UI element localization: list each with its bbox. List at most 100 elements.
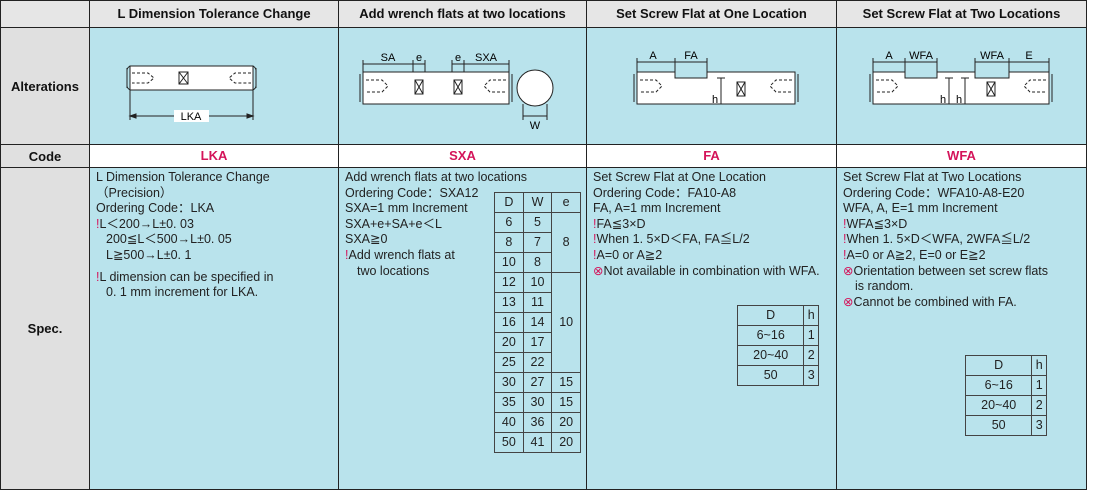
sxa-warn-2: two locations xyxy=(357,263,430,278)
table-cell: 50 xyxy=(494,432,524,453)
prohibited-icon: ⊗ xyxy=(843,263,854,278)
table-cell: 35 xyxy=(494,392,524,413)
table-cell: 3 xyxy=(803,365,819,386)
table-cell: 36 xyxy=(522,412,553,433)
table-cell: 20 xyxy=(551,432,581,453)
sxa-label-e1: e xyxy=(416,52,422,64)
header-sxa: Add wrench flats at two locations xyxy=(339,1,587,28)
diagram-sxa: SA e e SXA W xyxy=(339,28,587,145)
sxa-ordering: Ordering Code：SXA12 xyxy=(345,185,479,200)
table-cell: 11 xyxy=(522,292,553,313)
warning-icon: ! xyxy=(593,247,597,262)
table-cell: 8 xyxy=(522,252,553,273)
table-cell: 13 xyxy=(494,292,524,313)
wfa-line-1: WFA, A, E=1 mm Increment xyxy=(843,201,998,216)
table-cell: 40 xyxy=(494,412,524,433)
warning-icon: ! xyxy=(843,247,847,262)
wfa-label-a: A xyxy=(885,50,893,62)
table-cell: 8 xyxy=(494,232,524,253)
sxa-line-1: SXA=1 mm Increment xyxy=(345,201,468,216)
table-cell: 10 xyxy=(494,252,524,273)
fa-note-1: Not available in combination with WFA. xyxy=(603,263,820,278)
row-label-spec: Spec. xyxy=(1,168,90,490)
table-cell: 14 xyxy=(522,312,553,333)
table-cell: 27 xyxy=(522,372,553,393)
lka-line-3: Ordering Code：LKA xyxy=(96,201,215,216)
fa-shaft-drawing: A FA h xyxy=(633,50,799,106)
fa-warn-2: When 1. 5×D＜FA, FA≦L/2 xyxy=(596,232,750,247)
fa-warn-1: FA≦3×D xyxy=(596,216,646,231)
table-cell: 20~40 xyxy=(964,395,1033,416)
header-lka: L Dimension Tolerance Change（Precision） xyxy=(90,1,339,28)
lka-tol-2: 200≦L＜500→L±0. 05 xyxy=(106,232,232,247)
sxa-label-sa: SA xyxy=(381,52,396,64)
table-cell: 6~16 xyxy=(964,375,1033,396)
lka-note-2: 0. 1 mm increment for LKA. xyxy=(106,285,259,300)
table-header: D xyxy=(964,355,1033,376)
table-cell: 6 xyxy=(494,212,524,233)
sxa-warn-1: Add wrench flats at xyxy=(348,247,455,262)
wfa-note-1a: Orientation between set screw flats xyxy=(853,263,1049,278)
wfa-warn-2: When 1. 5×D＜WFA, 2WFA≦L/2 xyxy=(846,232,1031,247)
table-cell: 20 xyxy=(494,332,524,353)
table-cell: 41 xyxy=(522,432,553,453)
table-cell: 22 xyxy=(522,352,553,373)
wfa-warn-3: A=0 or A≧2, E=0 or E≧2 xyxy=(846,247,986,262)
sxa-title: Add wrench flats at two locations xyxy=(345,170,528,184)
table-cell: 50 xyxy=(736,365,805,386)
table-cell: 30 xyxy=(494,372,524,393)
wfa-title: Set Screw Flat at Two Locations xyxy=(843,170,1022,184)
code-wfa: WFA xyxy=(837,145,1087,168)
fa-label-h: h xyxy=(712,94,718,106)
header-fa: Set Screw Flat at One Location xyxy=(587,1,837,28)
wfa-shaft-drawing: A WFA WFA E h h xyxy=(869,50,1053,106)
corner-cell xyxy=(1,1,90,28)
fa-line-1: FA, A=1 mm Increment xyxy=(593,201,721,216)
table-header: W xyxy=(522,192,553,213)
warning-icon: ! xyxy=(96,216,100,231)
table-cell: 16 xyxy=(494,312,524,333)
wfa-ordering: Ordering Code：WFA10-A8-E20 xyxy=(843,185,1025,200)
lka-line-2: （Precision） xyxy=(96,185,173,200)
diagram-fa: A FA h xyxy=(587,28,837,145)
table-cell: 1 xyxy=(803,325,819,346)
table-cell: 15 xyxy=(551,372,581,393)
sxa-line-2: SXA+e+SA+e＜L xyxy=(345,216,442,231)
table-cell: 30 xyxy=(522,392,553,413)
warning-icon: ! xyxy=(593,216,597,231)
table-header: D xyxy=(736,305,805,326)
table-cell: 5 xyxy=(522,212,553,233)
fa-warn-3: A=0 or A≧2 xyxy=(596,247,663,262)
fa-title: Set Screw Flat at One Location xyxy=(593,170,767,184)
row-label-alterations: Alterations xyxy=(1,28,90,145)
table-cell: 25 xyxy=(494,352,524,373)
prohibited-icon: ⊗ xyxy=(843,294,854,309)
wfa-label-h1: h xyxy=(940,94,946,106)
table-left-border xyxy=(0,0,1,490)
table-cell: 15 xyxy=(551,392,581,413)
warning-icon: ! xyxy=(843,216,847,231)
sxa-line-3: SXA≧0 xyxy=(345,232,388,247)
spec-sxa: Add wrench flats at two locations Orderi… xyxy=(339,168,587,490)
wfa-note-2: Cannot be combined with FA. xyxy=(853,294,1017,309)
lka-line-1: L Dimension Tolerance Change xyxy=(96,170,270,184)
table-cell: 7 xyxy=(522,232,553,253)
diagram-wfa: A WFA WFA E h h xyxy=(837,28,1087,145)
spec-fa: Set Screw Flat at One Location Ordering … xyxy=(587,168,837,490)
fa-label-fa: FA xyxy=(684,50,698,62)
diagram-lka: LKA xyxy=(90,28,339,145)
sxa-label-w: W xyxy=(530,120,541,132)
table-cell: 2 xyxy=(803,345,819,366)
code-fa: FA xyxy=(587,145,837,168)
table-cell: 20 xyxy=(551,412,581,433)
wfa-label-e: E xyxy=(1025,50,1032,62)
sxa-label-e2: e xyxy=(455,52,461,64)
spec-wfa: Set Screw Flat at Two Locations Ordering… xyxy=(837,168,1087,490)
warning-icon: ! xyxy=(593,232,597,247)
prohibited-icon: ⊗ xyxy=(593,263,604,278)
fa-ordering: Ordering Code：FA10-A8 xyxy=(593,185,737,200)
